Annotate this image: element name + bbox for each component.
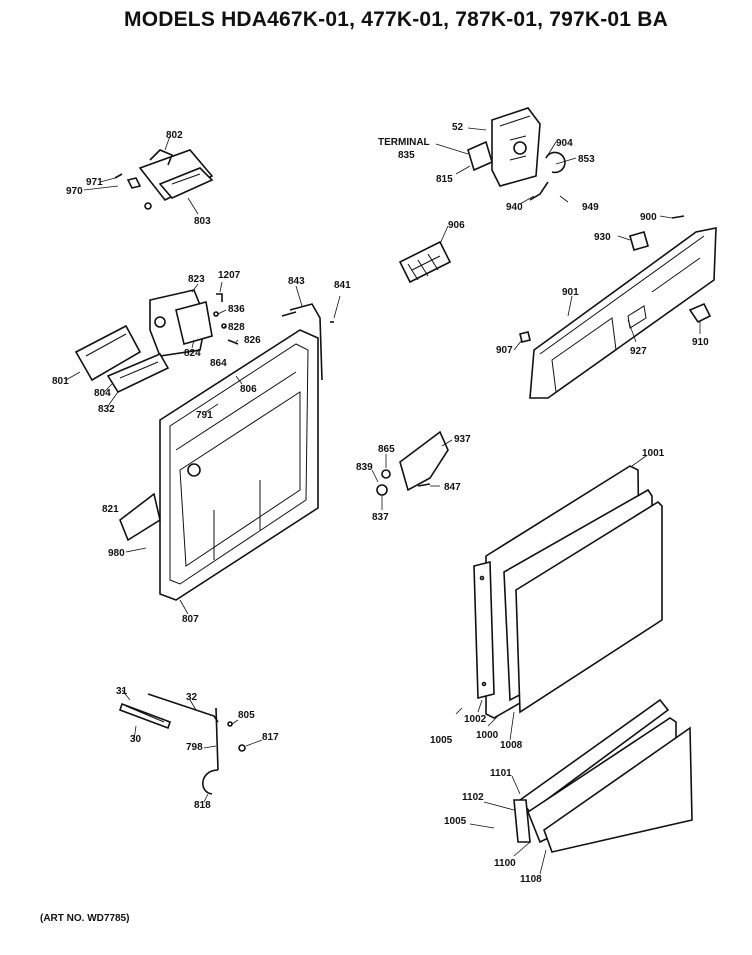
part-label-815: 815: [436, 174, 453, 185]
part-label-806: 806: [240, 384, 257, 395]
part-label-864: 864: [210, 358, 227, 369]
part-label-805: 805: [238, 710, 255, 721]
part-label-802: 802: [166, 130, 183, 141]
part-label-841: 841: [334, 280, 351, 291]
latch-assembly-drawing: [83, 135, 214, 215]
part-label-836: 836: [228, 304, 245, 315]
part-label-817: 817: [262, 732, 279, 743]
part-label-832: 832: [98, 404, 115, 415]
part-label-971: 971: [86, 177, 103, 188]
part-label-804: 804: [94, 388, 111, 399]
part-label-32: 32: [186, 692, 198, 703]
timer-assembly-drawing: [435, 107, 577, 205]
part-label-906: 906: [448, 220, 465, 231]
part-label-865: 865: [378, 444, 395, 455]
part-label-839: 839: [356, 462, 373, 473]
part-label-1005-lower: 1005: [444, 816, 467, 827]
part-label-1002: 1002: [464, 714, 487, 725]
part-label-927: 927: [630, 346, 647, 357]
part-label-821: 821: [102, 504, 119, 515]
part-label-937: 937: [454, 434, 471, 445]
part-label-terminal: TERMINAL: [378, 137, 430, 148]
part-label-930: 930: [594, 232, 611, 243]
part-label-826: 826: [244, 335, 261, 346]
detergent-cup-drawing: [65, 324, 170, 407]
part-label-900: 900: [640, 212, 657, 223]
part-label-824: 824: [184, 348, 201, 359]
part-label-791: 791: [196, 410, 213, 421]
latch-bracket-drawing: [371, 430, 453, 510]
part-label-907: 907: [496, 345, 513, 356]
part-label-1000: 1000: [476, 730, 499, 741]
part-label-837: 837: [372, 512, 389, 523]
part-label-807: 807: [182, 614, 199, 625]
part-label-901: 901: [562, 287, 579, 298]
part-label-940: 940: [506, 202, 523, 213]
part-label-970: 970: [66, 186, 83, 197]
part-label-980: 980: [108, 548, 125, 559]
part-label-843: 843: [288, 276, 305, 287]
part-label-1001: 1001: [642, 448, 665, 459]
diagram-title: MODELS HDA467K-01, 477K-01, 787K-01, 797…: [124, 8, 668, 31]
outer-door-drawing: [455, 455, 663, 741]
part-label-31: 31: [116, 686, 128, 697]
part-label-835: 835: [398, 150, 415, 161]
part-label-1108: 1108: [520, 874, 542, 885]
part-label-30: 30: [130, 734, 142, 745]
part-label-52: 52: [452, 122, 464, 133]
part-label-949: 949: [582, 202, 599, 213]
art-number: (ART NO. WD7785): [40, 913, 130, 924]
part-label-910: 910: [692, 337, 709, 348]
part-label-801: 801: [52, 376, 69, 387]
part-label-803: 803: [194, 216, 211, 227]
hinge-arm-drawing: [118, 689, 263, 803]
part-label-823: 823: [188, 274, 205, 285]
part-label-1100: 1100: [494, 858, 516, 869]
kick-panel-drawing: [469, 698, 693, 875]
part-label-818: 818: [194, 800, 211, 811]
part-label-1005-upper: 1005: [430, 735, 453, 746]
switch-block-drawing: [398, 225, 452, 284]
part-label-1102: 1102: [462, 792, 484, 803]
inner-door-drawing: [119, 285, 341, 615]
control-panel-drawing: [513, 215, 717, 399]
part-label-904: 904: [556, 138, 573, 149]
part-label-798: 798: [186, 742, 203, 753]
part-label-1008: 1008: [500, 740, 523, 751]
dispenser-drawing: [149, 281, 239, 357]
part-label-1101: 1101: [490, 768, 512, 779]
part-label-847: 847: [444, 482, 461, 493]
part-label-853: 853: [578, 154, 595, 165]
part-label-828: 828: [228, 322, 245, 333]
part-label-1207: 1207: [218, 270, 241, 281]
